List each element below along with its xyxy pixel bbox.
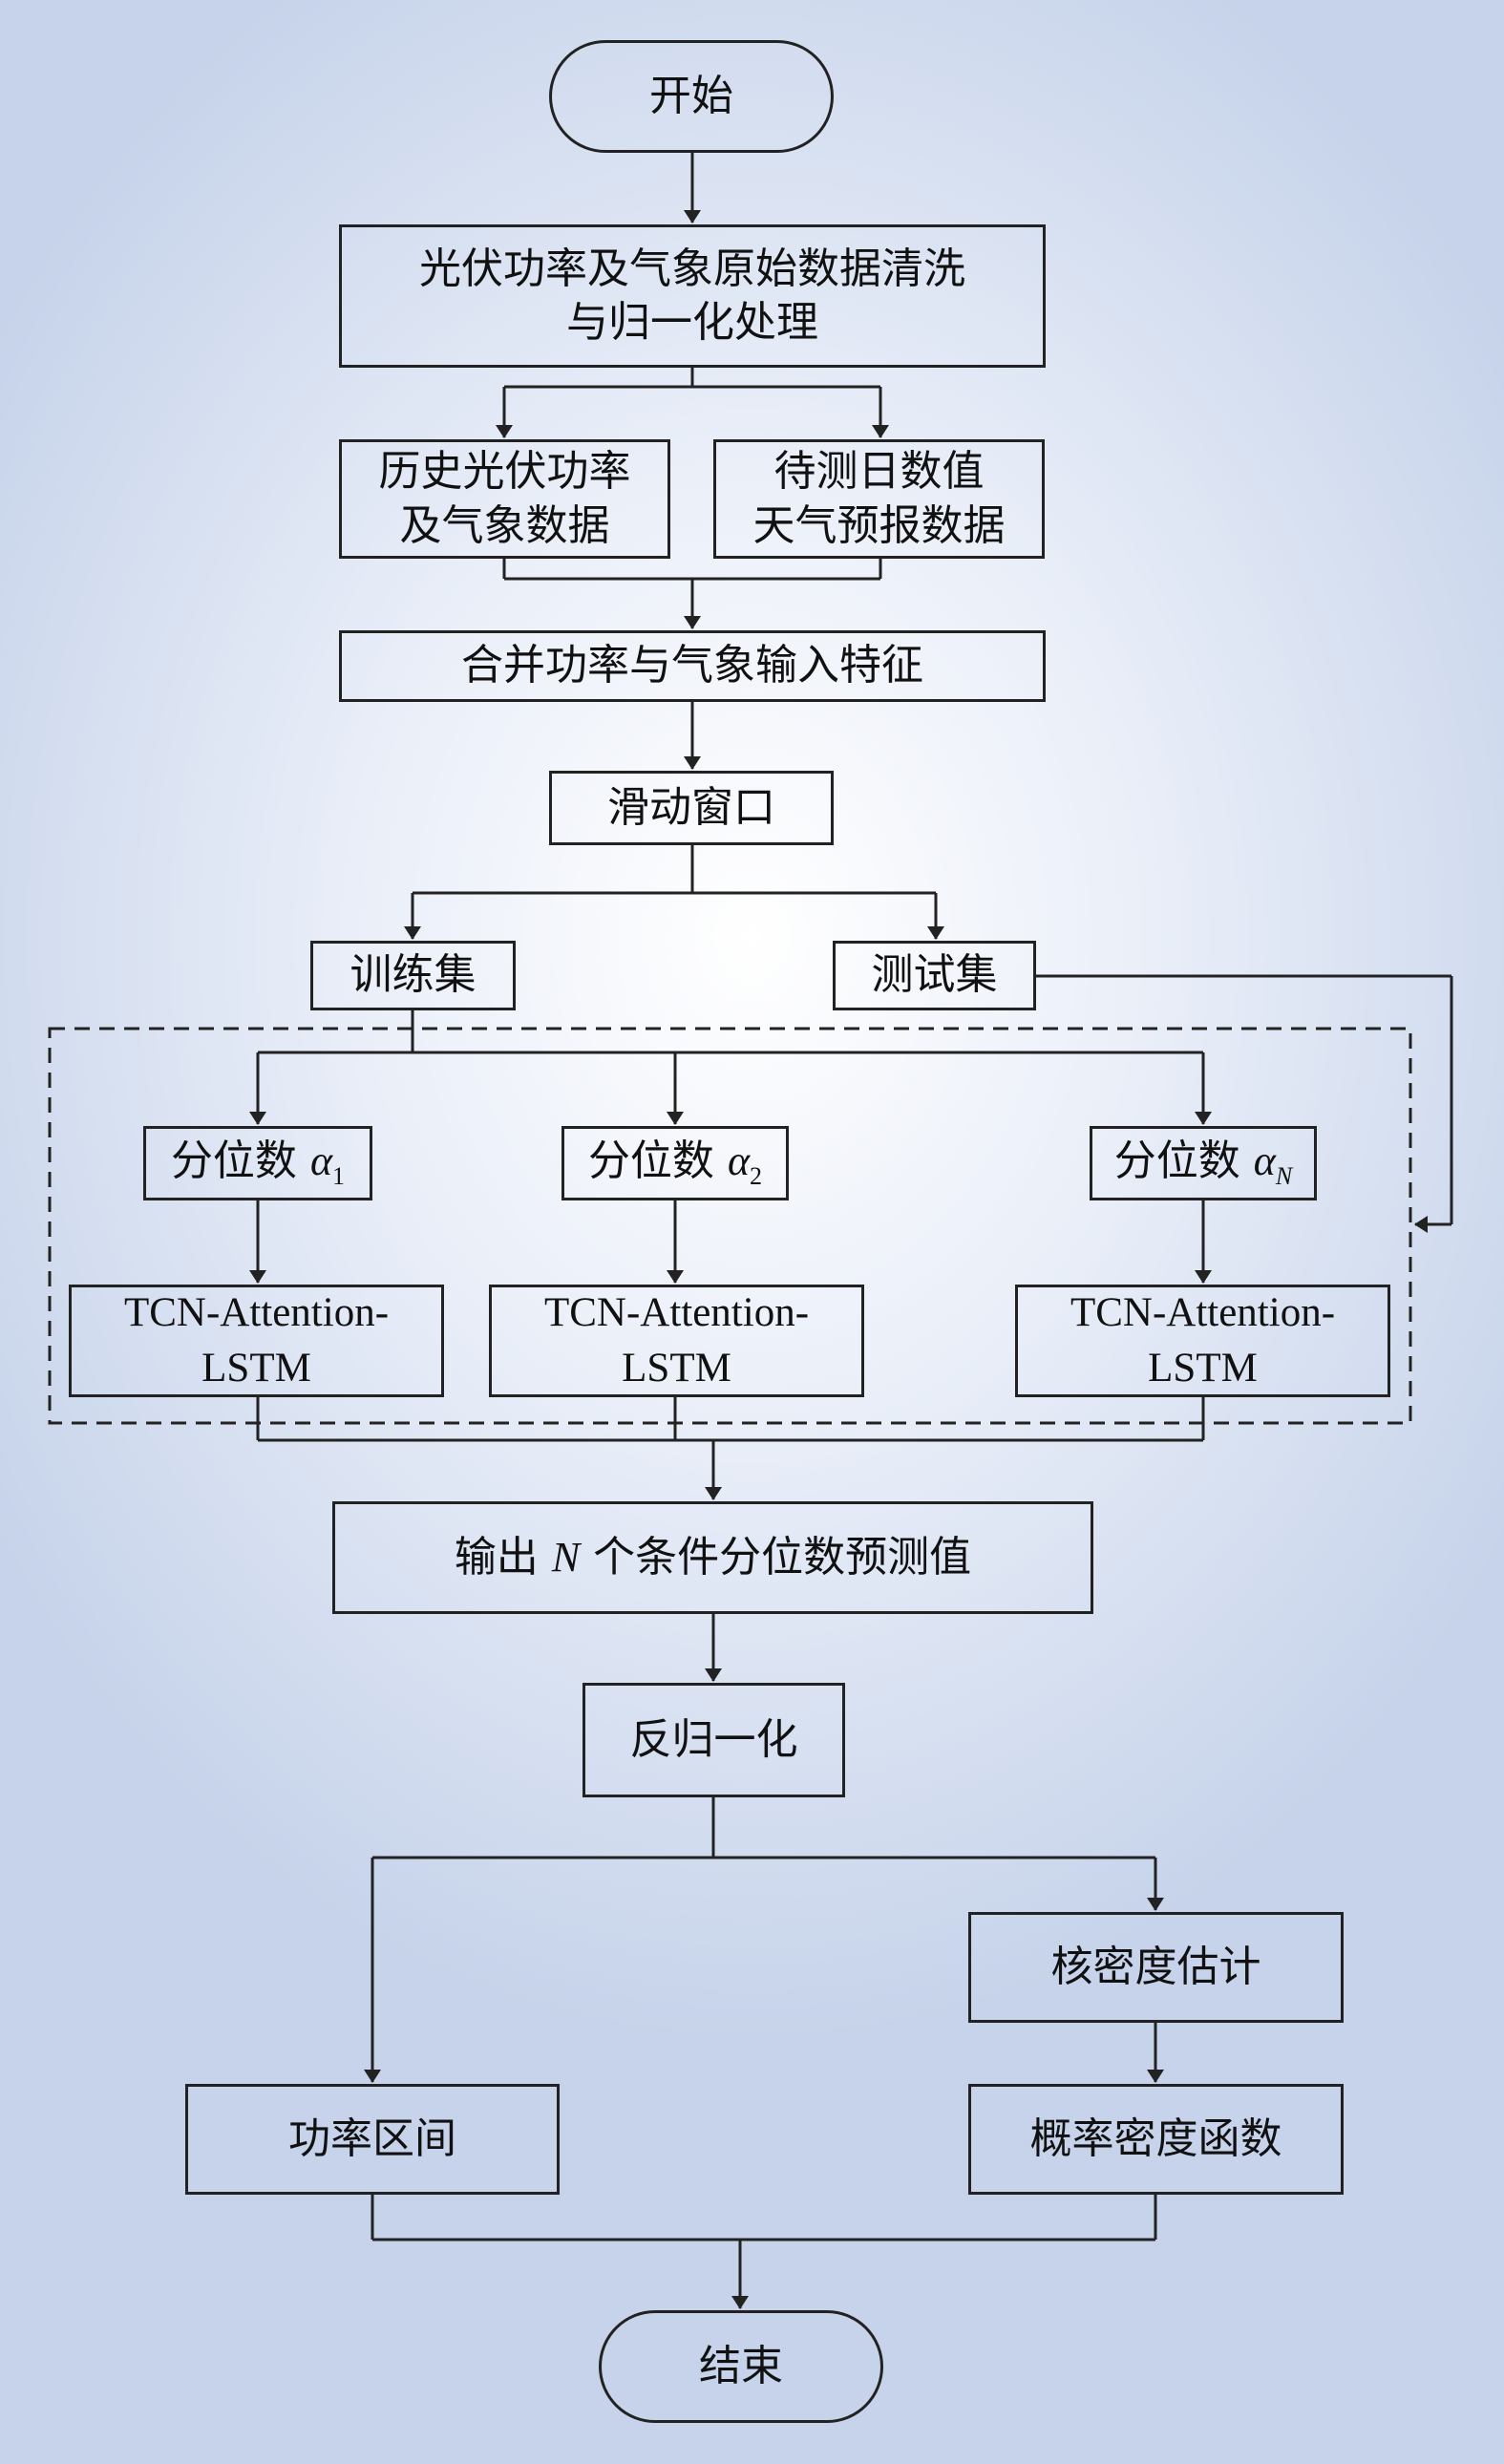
history-label-line2: 及气象数据 [399,500,610,550]
model-group-border [48,1027,1412,1425]
train-set-box: 训练集 [310,941,516,1010]
start-label: 开始 [649,71,733,120]
sliding-window-box: 滑动窗口 [549,771,834,845]
start-node: 开始 [549,40,834,153]
merge-features-box: 合并功率与气象输入特征 [339,630,1046,702]
quantile-1-label: 分位数 α1 [170,1136,346,1190]
model-n-label-line2: LSTM [1148,1346,1258,1391]
cleaning-label-line1: 光伏功率及气象原始数据清洗 [419,244,965,293]
test-set-label: 测试集 [871,950,998,1000]
end-label: 结束 [699,2341,783,2390]
model-2-box: TCN-Attention- LSTM [489,1285,864,1397]
model-2-label-line1: TCN-Attention- [543,1289,810,1335]
pdf-box: 概率密度函数 [968,2084,1344,2195]
quantile-n-label: 分位数 αN [1113,1136,1293,1190]
model-1-label-line1: TCN-Attention- [123,1289,390,1335]
model-n-label-line1: TCN-Attention- [1070,1289,1336,1335]
kde-label: 核密度估计 [1050,1942,1261,1991]
history-data-box: 历史光伏功率 及气象数据 [339,439,670,559]
model-2-label-line2: LSTM [622,1346,731,1391]
window-label: 滑动窗口 [607,782,775,832]
forecast-label-line2: 天气预报数据 [752,500,1006,550]
output-label: 输出 N 个条件分位数预测值 [454,1532,972,1582]
merge-label: 合并功率与气象输入特征 [461,641,923,690]
quantile-2-box: 分位数 α2 [561,1126,789,1200]
quantile-2-label: 分位数 α2 [587,1136,763,1190]
history-label-line1: 历史光伏功率 [378,447,631,497]
quantile-1-box: 分位数 α1 [143,1126,372,1200]
train-set-label: 训练集 [350,950,477,1000]
denormalize-box: 反归一化 [583,1683,845,1797]
pdf-label: 概率密度函数 [1029,2114,1282,2163]
denorm-label: 反归一化 [629,1714,798,1764]
forecast-label-line1: 待测日数值 [773,447,985,497]
output-quantiles-box: 输出 N 个条件分位数预测值 [332,1501,1093,1614]
end-node: 结束 [599,2310,883,2423]
forecast-data-box: 待测日数值 天气预报数据 [713,439,1045,559]
model-n-box: TCN-Attention- LSTM [1015,1285,1390,1397]
model-1-box: TCN-Attention- LSTM [69,1285,444,1397]
cleaning-label-line2: 与归一化处理 [566,298,818,347]
quantile-n-box: 分位数 αN [1090,1126,1317,1200]
data-cleaning-box: 光伏功率及气象原始数据清洗 与归一化处理 [339,224,1046,368]
test-set-box: 测试集 [833,941,1036,1010]
kde-box: 核密度估计 [968,1912,1344,2023]
interval-label: 功率区间 [288,2114,456,2163]
model-1-label-line2: LSTM [201,1346,311,1391]
power-interval-box: 功率区间 [185,2084,560,2195]
